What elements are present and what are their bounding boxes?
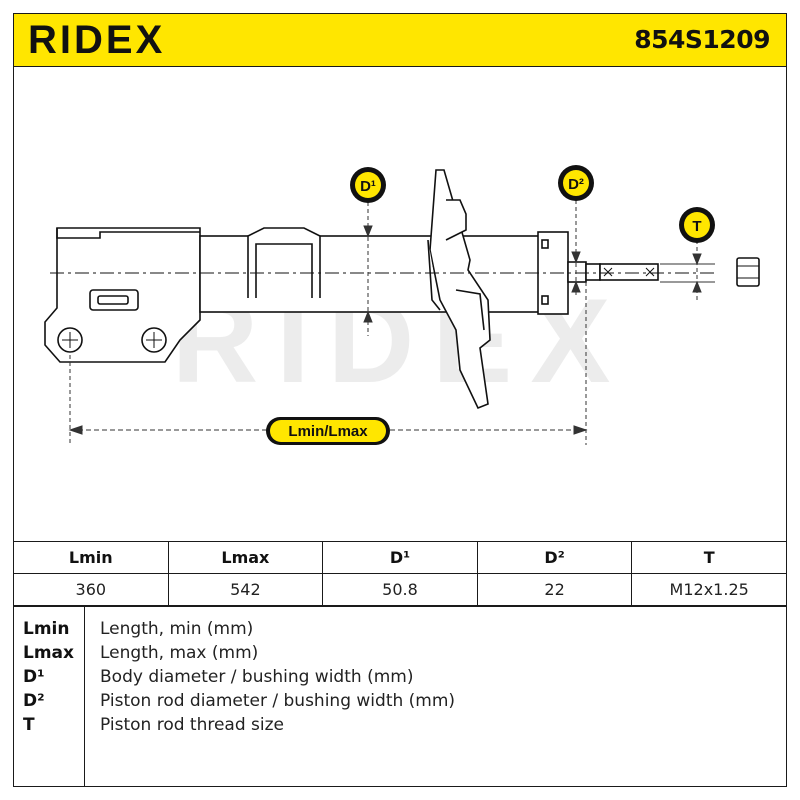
value-d1: 50.8	[322, 573, 478, 606]
label-d2-text: D²	[568, 176, 584, 193]
spring-seat-bracket	[427, 169, 491, 410]
legend-row: D² Piston rod diameter / bushing width (…	[14, 691, 788, 715]
value-lmin: 360	[13, 573, 169, 606]
spec-value-row: 360 542 50.8 22 M12x1.25	[13, 573, 787, 606]
legend-key: Lmax	[23, 643, 74, 663]
label-length: Lmin/Lmax	[266, 417, 390, 445]
nut-icon	[736, 257, 760, 287]
label-length-text: Lmin/Lmax	[288, 423, 368, 440]
legend-desc: Length, max (mm)	[100, 643, 259, 663]
legend-key: D¹	[23, 667, 45, 687]
value-d2: 22	[476, 573, 633, 606]
legend-desc: Body diameter / bushing width (mm)	[100, 667, 414, 687]
legend-row: Lmax Length, max (mm)	[14, 643, 788, 667]
label-t-text: T	[692, 218, 701, 235]
legend-row: T Piston rod thread size	[14, 715, 788, 739]
brand-logo-text: RIDEX	[28, 20, 165, 60]
header-t: T	[631, 541, 787, 574]
legend-divider	[84, 607, 85, 786]
legend-desc: Piston rod diameter / bushing width (mm)	[100, 691, 456, 711]
spec-table: Lmin Lmax D¹ D² T 360 542 50.8 22 M12x1.…	[13, 541, 787, 606]
legend-row: Lmin Length, min (mm)	[14, 619, 788, 643]
header-lmax: Lmax	[167, 541, 324, 574]
legend-row: D¹ Body diameter / bushing width (mm)	[14, 667, 788, 691]
label-d1-text: D¹	[360, 178, 376, 195]
header-bar: RIDEX 854S1209	[13, 13, 787, 67]
strut-body-drawing	[44, 227, 760, 363]
brand-logo: RIDEX	[28, 20, 165, 60]
header-d2: D²	[476, 541, 633, 574]
legend-key: D²	[23, 691, 45, 711]
spec-header-row: Lmin Lmax D¹ D² T	[13, 541, 787, 574]
legend-desc: Length, min (mm)	[100, 619, 254, 639]
value-lmax: 542	[167, 573, 324, 606]
legend-box: Lmin Length, min (mm) Lmax Length, max (…	[13, 606, 787, 787]
label-d1: D¹	[350, 167, 386, 203]
part-number: 854S1209	[634, 25, 770, 54]
label-d2: D²	[558, 165, 594, 201]
legend-desc: Piston rod thread size	[100, 715, 285, 735]
legend-key: T	[23, 715, 35, 735]
label-t: T	[679, 207, 715, 243]
header-lmin: Lmin	[13, 541, 169, 574]
header-d1: D¹	[322, 541, 478, 574]
legend-key: Lmin	[23, 619, 70, 639]
value-t: M12x1.25	[631, 573, 787, 606]
strut-diagram: RIDEX	[44, 165, 760, 445]
